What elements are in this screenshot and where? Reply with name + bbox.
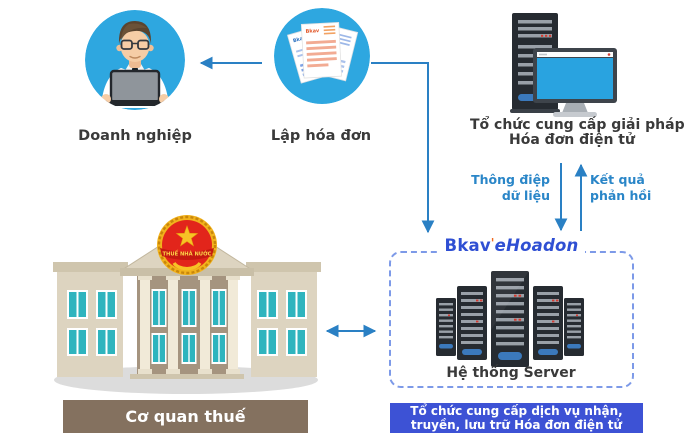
business-person-icon [85,10,185,110]
arrow-invoice-to-server [371,62,435,234]
brand-tick: ' [490,236,495,250]
server-rack-icon [436,271,584,367]
tax-emblem: THUẾ NHÀ NƯỚC [157,215,217,275]
enterprise-label: Doanh nghiệp [78,128,192,144]
tax-authority-caption: Cơ quan thuế [63,400,308,433]
server-tower-main [491,271,529,367]
building-wing-windows [67,290,307,356]
service-caption-line2: truyền, lưu trữ Hóa đơn điện tử [410,418,623,432]
svg-text:Bkav: Bkav [305,28,320,35]
invoice-creation-label: Lập hóa đơn [270,128,372,144]
building-center-windows [151,289,227,364]
brand-bkav: Bkav [444,236,491,255]
tax-building-icon: THUẾ NHÀ NƯỚC [53,215,321,394]
feedback-label: Kết quả phản hồi [590,172,685,204]
svg-text:Bkav: Bkav [292,35,307,45]
data-message-line1: Thông điệp [471,172,550,187]
building-columns [138,276,240,374]
service-caption-line1: Tổ chức cung cấp dịch vụ nhận, [410,404,623,418]
solution-provider-label: Tổ chức cung cấp giải pháp Hóa đơn điện … [470,117,685,148]
brand-text: Bkav'eHoadon [437,236,586,255]
server-system-label: Hệ thống Server [446,365,576,381]
data-message-label: Thông điệp dữ liệu [455,172,550,204]
invoice-creation-node: Bkav Bkav [274,8,370,104]
brand-ehoadon: eHoadon [494,236,579,255]
server-tower-small-right [564,298,584,356]
service-provider-caption: Tổ chức cung cấp dịch vụ nhận, truyền, l… [390,403,643,433]
server-tower-small-left [436,298,456,356]
desktop-computer-icon [510,13,617,117]
data-message-line2: dữ liệu [501,188,550,203]
feedback-line2: phản hồi [590,188,652,203]
feedback-line1: Kết quả [590,172,645,187]
solution-provider-label-line1: Tổ chức cung cấp giải pháp [470,117,685,133]
emblem-text: THUẾ NHÀ NƯỚC [163,250,212,258]
bkav-ehoadon-logo: Bkav'eHoadon [389,236,634,255]
solution-provider-label-line2: Hóa đơn điện tử [509,132,635,148]
server-tower-medium-right [533,286,563,360]
server-tower-medium-left [457,286,487,360]
invoice-pages-icon: Bkav Bkav [274,8,370,104]
invoice-page-front: Bkav [300,22,342,79]
enterprise-node [85,10,185,110]
